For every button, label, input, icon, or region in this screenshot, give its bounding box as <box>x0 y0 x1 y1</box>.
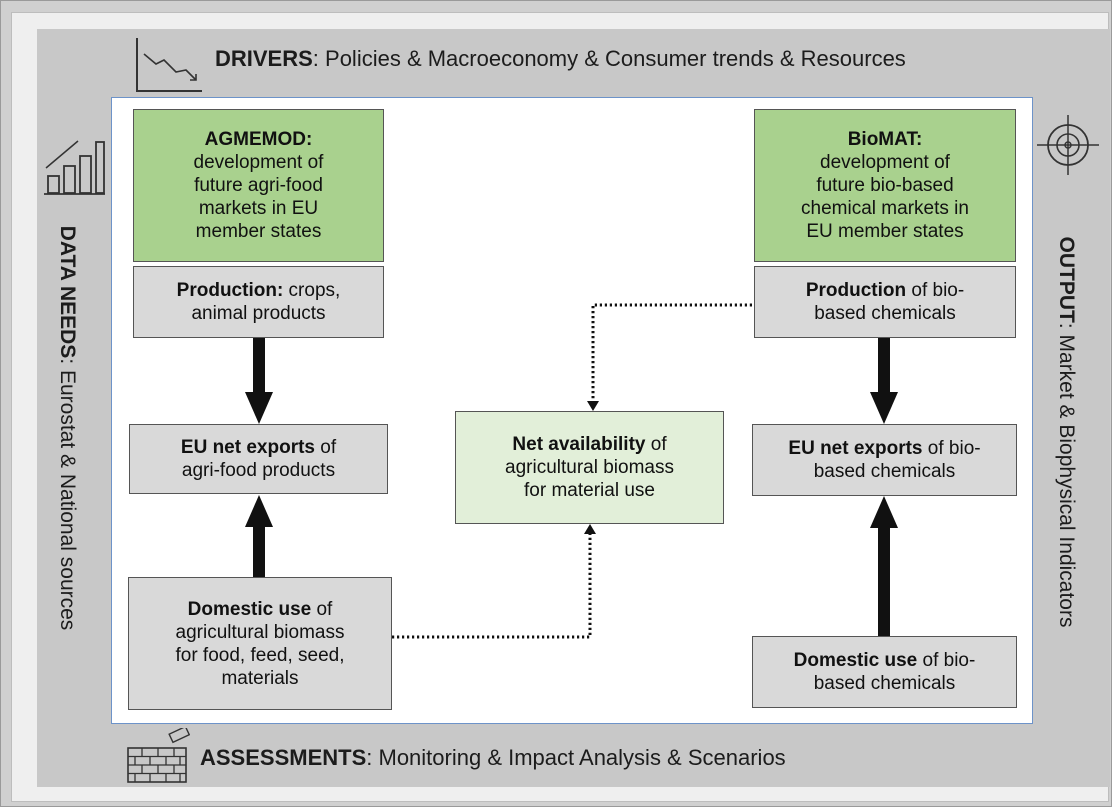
agmemod-box: AGMEMOD: development of future agri-food… <box>133 109 384 262</box>
domestic-use-bio-box: Domestic use of bio- based chemicals <box>752 636 1017 708</box>
target-icon <box>1037 115 1099 175</box>
assessments-band <box>37 723 1032 787</box>
production-bio-box: Production of bio- based chemicals <box>754 266 1016 338</box>
declining-chart-icon <box>136 38 202 92</box>
arrow-prod-to-exports-agri <box>245 338 273 424</box>
exports-agri-box: EU net exports of agri-food products <box>129 424 388 494</box>
production-agri-box: Production: crops, animal products <box>133 266 384 338</box>
net-availability-box: Net availability of agricultural biomass… <box>455 411 724 524</box>
assessments-title: ASSESSMENTS: Monitoring & Impact Analysi… <box>200 745 786 770</box>
biomat-box: BioMAT: development of future bio-based … <box>754 109 1016 262</box>
arrow-prod-to-exports-bio <box>870 338 898 424</box>
dotted-arrow-domestic-agri-to-net-availability <box>392 524 596 639</box>
arrow-domestic-to-exports-bio <box>870 496 898 636</box>
bar-chart-icon <box>44 140 105 195</box>
drivers-title: DRIVERS: Policies & Macroeconomy & Consu… <box>215 46 906 71</box>
domestic-use-agri-box: Domestic use of agricultural biomass for… <box>128 577 392 710</box>
arrow-domestic-to-exports-agri <box>245 495 273 577</box>
dotted-arrow-prod-bio-to-net-availability <box>587 303 752 411</box>
data-needs-band <box>37 29 111 787</box>
brick-wall-icon <box>127 728 190 783</box>
exports-bio-box: EU net exports of bio- based chemicals <box>752 424 1017 496</box>
drivers-band <box>37 29 1032 97</box>
